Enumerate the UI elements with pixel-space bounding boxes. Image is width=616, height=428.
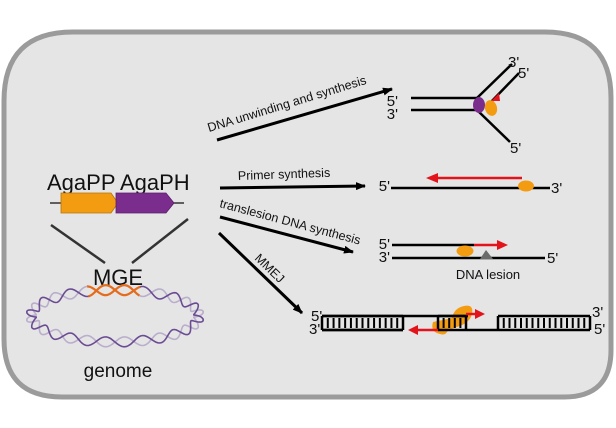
mmej-5prime-left: 5' [311,308,322,325]
gene-cluster-label: AgaPP AgaPH [47,170,190,195]
primer-3prime: 3' [551,180,562,197]
fork-5prime-lower: 5' [510,140,521,157]
fork-diagram: 5' 3' 3' 5' 5' [387,54,530,157]
gene-agaph-arrow [115,192,175,214]
translesion-diagram: 5' 3' 5' DNA lesion [379,236,559,282]
fork-3prime-left: 3' [387,106,398,123]
genome-plasmid [25,284,205,348]
mmej-3prime-right: 3' [592,304,603,321]
arrow-translesion [219,215,354,254]
primase-agapp-icon [432,305,473,335]
frame-panel [1,29,614,400]
dna-lesion-icon [480,250,493,259]
fork-3prime-upper: 3' [508,54,519,71]
mge-strand-b [87,284,141,298]
primer-5prime: 5' [379,178,390,195]
helicase-agaph-icon [473,97,485,113]
tls-5prime-right: 5' [547,250,558,267]
zoom-line-right [131,218,189,264]
arrow-primer [219,182,366,191]
mmej-diagram: 5' 3' 3' 5' [309,304,605,338]
tls-5prime-top: 5' [379,236,390,253]
dna-lesion-label: DNA lesion [456,267,520,282]
mmej-5prime-right: 5' [594,321,605,338]
tls-3prime-bottom: 3' [379,249,390,266]
arrowhead [408,325,418,335]
arrowhead [475,309,485,319]
fork-5prime-upper: 5' [518,65,529,82]
mmej-3prime-left: 3' [309,321,320,338]
gene-agapp-arrow [60,192,119,214]
primase-agapp-icon [518,180,534,192]
genome-label: genome [84,361,153,382]
primase-agapp-icon [456,245,474,257]
primer-diagram: 5' 3' [379,173,562,197]
primase-agapp-icon [484,100,498,116]
genome-strand-dark [25,284,205,348]
label-primer: Primer synthesis [238,166,331,183]
fork-5prime-left: 5' [387,93,398,110]
arrow-unwinding [216,87,393,142]
zoom-line-left [50,223,106,265]
arrow-mmej [217,231,304,315]
